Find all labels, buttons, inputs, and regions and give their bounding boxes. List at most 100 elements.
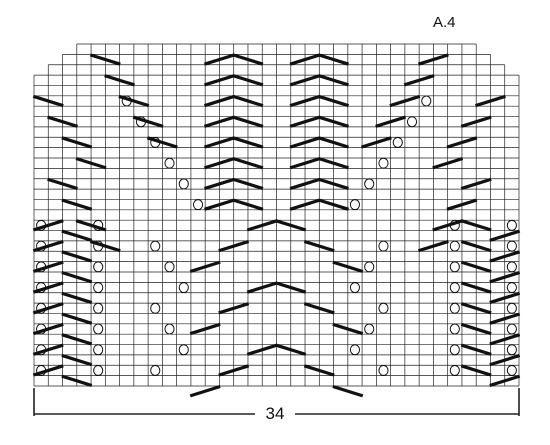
- decrease-bar: [232, 136, 264, 149]
- yarn-over-oval: [506, 282, 517, 294]
- decrease-bar: [432, 156, 464, 170]
- decrease-bar: [104, 74, 136, 87]
- decrease-bar: [32, 364, 64, 377]
- decrease-bar: [203, 53, 235, 66]
- yarn-over-oval: [150, 136, 161, 148]
- decrease-bar: [375, 115, 407, 128]
- yarn-over-oval: [506, 364, 517, 376]
- yarn-over-oval: [150, 240, 161, 252]
- decrease-bar: [32, 260, 64, 274]
- decrease-bar: [489, 229, 521, 242]
- yarn-over-oval: [93, 240, 104, 252]
- decrease-bar: [446, 198, 478, 211]
- decrease-bar: [232, 198, 264, 211]
- decrease-bar: [460, 302, 492, 315]
- decrease-bar: [232, 94, 264, 108]
- yarn-over-oval: [135, 116, 147, 128]
- yarn-over-oval: [349, 344, 361, 356]
- chart-symbols: [32, 53, 521, 398]
- decrease-bar: [318, 115, 350, 128]
- decrease-bar: [303, 302, 335, 315]
- decrease-bar: [460, 281, 492, 294]
- yarn-over-oval: [506, 240, 517, 252]
- decrease-bar: [32, 281, 64, 294]
- yarn-over-oval: [192, 199, 204, 211]
- yarn-over-oval: [449, 364, 460, 376]
- decrease-bar: [61, 353, 93, 367]
- decrease-bar: [218, 239, 250, 253]
- yarn-over-oval: [449, 344, 460, 356]
- decrease-bar: [32, 302, 64, 315]
- decrease-bar: [203, 115, 235, 128]
- decrease-bar: [289, 53, 321, 66]
- decrease-bar: [318, 198, 350, 211]
- decrease-bar: [203, 136, 235, 149]
- yarn-over-oval: [36, 240, 47, 252]
- decrease-bar: [360, 136, 392, 149]
- decrease-bar: [61, 229, 93, 242]
- decrease-bar: [475, 94, 506, 108]
- decrease-bar: [446, 136, 478, 149]
- decrease-bar: [318, 156, 350, 170]
- decrease-bar: [460, 322, 492, 336]
- yarn-over-oval: [406, 116, 418, 128]
- decrease-bar: [318, 53, 350, 66]
- decrease-bar: [460, 239, 492, 253]
- decrease-bar: [289, 115, 321, 128]
- yarn-over-oval: [449, 282, 460, 294]
- decrease-bar: [303, 364, 335, 377]
- decrease-bar: [489, 250, 521, 263]
- yarn-over-oval: [378, 157, 389, 169]
- yarn-over-oval: [506, 344, 517, 356]
- decrease-bar: [232, 74, 264, 87]
- yarn-over-oval: [164, 157, 175, 169]
- decrease-bar: [61, 270, 93, 284]
- yarn-over-oval: [449, 261, 460, 273]
- decrease-bar: [246, 281, 278, 294]
- decrease-bar: [417, 53, 449, 66]
- decrease-bar: [460, 219, 492, 232]
- decrease-bar: [289, 136, 321, 149]
- decrease-bar: [275, 343, 307, 356]
- yarn-over-oval: [36, 302, 47, 314]
- yarn-over-oval: [506, 219, 517, 231]
- decrease-bar: [389, 94, 421, 108]
- yarn-over-oval: [378, 240, 389, 252]
- yarn-over-oval: [150, 302, 161, 314]
- decrease-bar: [460, 260, 492, 274]
- decrease-bar: [460, 343, 492, 356]
- decrease-bar: [75, 219, 107, 232]
- decrease-bar: [189, 384, 221, 398]
- decrease-bar: [203, 74, 235, 87]
- decrease-bar: [318, 177, 350, 191]
- decrease-bar: [75, 156, 107, 170]
- decrease-bar: [232, 115, 264, 128]
- yarn-over-oval: [506, 261, 517, 273]
- yarn-over-oval: [421, 95, 432, 107]
- decrease-bar: [89, 239, 121, 253]
- chart-title: A.4: [433, 14, 456, 31]
- decrease-bar: [432, 219, 464, 232]
- decrease-bar: [118, 94, 150, 108]
- decrease-bar: [318, 74, 350, 87]
- decrease-bar: [232, 53, 264, 66]
- decrease-bar: [61, 333, 93, 346]
- decrease-bar: [289, 74, 321, 87]
- yarn-over-oval: [449, 323, 460, 335]
- decrease-bar: [32, 322, 64, 336]
- decrease-bar: [318, 94, 350, 108]
- decrease-bar: [289, 177, 321, 191]
- yarn-over-oval: [349, 282, 361, 294]
- decrease-bar: [203, 156, 235, 170]
- decrease-bar: [460, 177, 492, 191]
- decrease-bar: [275, 219, 307, 232]
- decrease-bar: [232, 156, 264, 170]
- yarn-over-oval: [121, 95, 132, 107]
- yarn-over-oval: [449, 219, 460, 231]
- stitch-count-label: 34: [255, 404, 295, 424]
- yarn-over-oval: [164, 323, 175, 335]
- decrease-bar: [132, 115, 164, 128]
- yarn-over-oval: [349, 199, 361, 211]
- yarn-over-oval: [449, 302, 460, 314]
